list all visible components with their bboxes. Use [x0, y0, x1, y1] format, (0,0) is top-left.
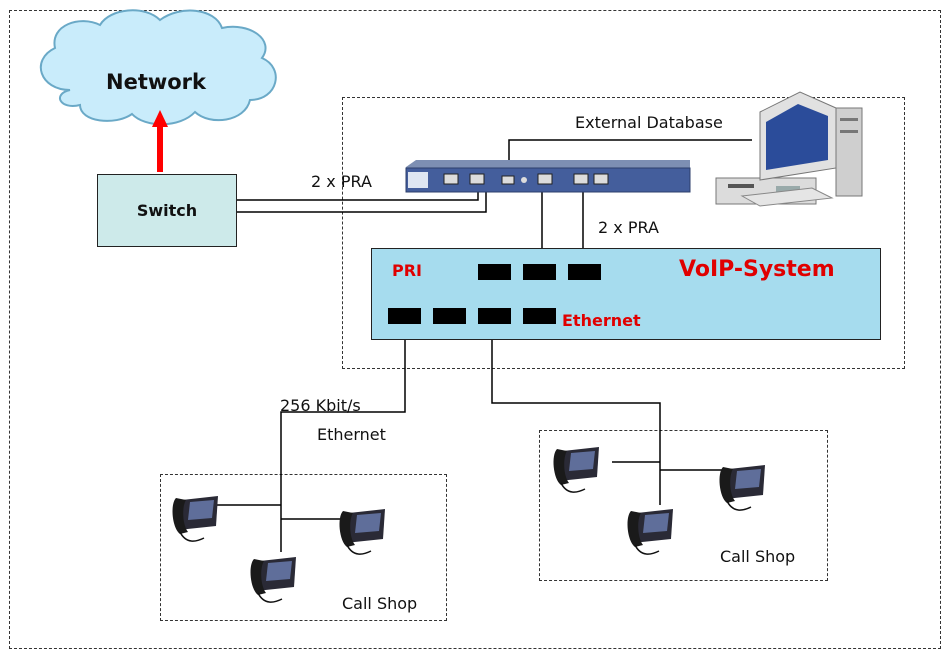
gateway-device-icon [405, 160, 691, 193]
desk-phone-icon [172, 447, 765, 603]
switch-node: Switch [97, 174, 237, 247]
ethernet-port [388, 308, 421, 324]
voip-enclosure [342, 97, 905, 369]
pri-port [478, 264, 511, 280]
pri-port [523, 264, 556, 280]
voip-system-node: PRI VoIP-System Ethernet [371, 248, 881, 340]
pra-top-label: 2 x PRA [311, 172, 372, 191]
ethernet-port [478, 308, 511, 324]
uplink-arrow-icon [152, 110, 168, 172]
call-shop-right-frame [539, 430, 828, 581]
ethernet-link-label: Ethernet [317, 425, 386, 444]
external-database-label: External Database [575, 113, 723, 132]
call-shop-left-label: Call Shop [342, 594, 418, 613]
network-label: Network [106, 70, 207, 94]
bandwidth-label: 256 Kbit/s [280, 396, 361, 415]
ethernet-port [523, 308, 556, 324]
voip-system-title: VoIP-System [679, 257, 835, 282]
call-shop-right-label: Call Shop [720, 547, 796, 566]
outer-frame [9, 10, 941, 649]
ethernet-port [433, 308, 466, 324]
ethernet-port-label: Ethernet [562, 311, 641, 330]
call-shop-left-frame [160, 474, 447, 621]
pra-right-label: 2 x PRA [598, 218, 659, 237]
computer-icon [715, 91, 863, 207]
cloud-icon [39, 9, 277, 126]
switch-label: Switch [136, 201, 198, 220]
pri-label: PRI [392, 261, 422, 280]
pri-port [568, 264, 601, 280]
